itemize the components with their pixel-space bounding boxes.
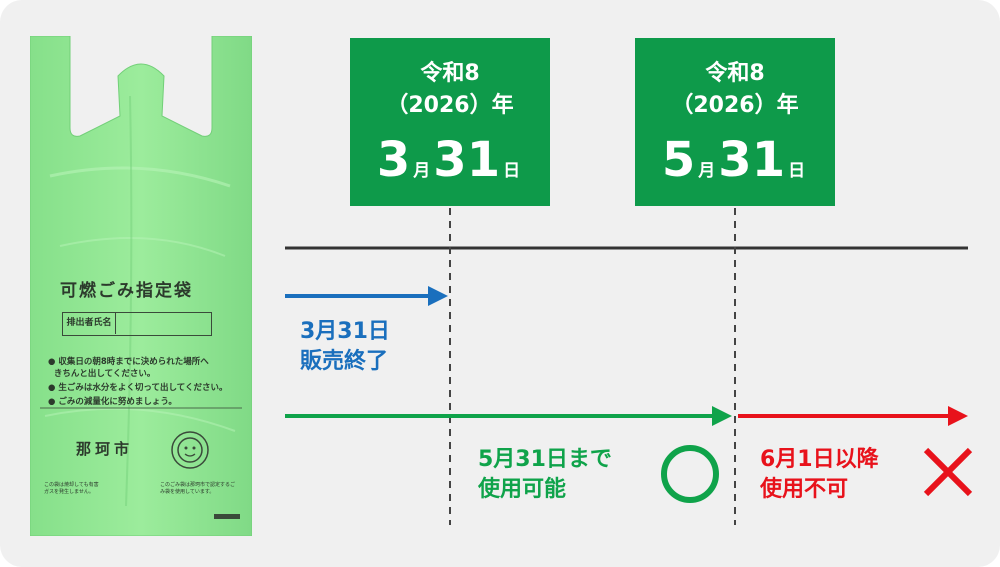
date-box-sales-end: 令和8 （2026）年 3 月 31 日 (350, 38, 550, 206)
bag-title: 可燃ごみ指定袋 (60, 281, 193, 301)
date-year: （2026）年 (671, 93, 799, 118)
bag-city: 那珂市 (76, 440, 134, 458)
label-sales-end: 販売終了 (300, 349, 389, 374)
date-month-unit: 月 (698, 161, 716, 181)
date-month-day: 3 月 31 日 (350, 130, 550, 194)
label-usable-until: 5月31日まで (478, 447, 612, 472)
date-month: 3 (376, 132, 411, 188)
date-day-unit: 日 (788, 161, 806, 181)
label-not-usable: 使用不可 (760, 477, 849, 502)
arrow-sales-period (285, 286, 448, 306)
date-month-unit: 月 (413, 161, 431, 181)
bag-note-1: ● 収集日の朝8時までに決められた場所へ (48, 357, 209, 367)
bag-small-left-1: この袋は焼却しても有害 (44, 482, 99, 488)
bag-small-right-2: み袋を使用しています。 (160, 489, 215, 495)
date-day: 31 (433, 132, 501, 188)
label-usable: 使用可能 (478, 477, 567, 502)
bag-note-3: ● 生ごみは水分をよく切って出してください。 (48, 383, 228, 393)
date-era: 令和8 (705, 61, 765, 86)
date-month: 5 (661, 132, 696, 188)
bag-note-4: ● ごみの減量化に努めましょう。 (48, 397, 177, 407)
garbage-bag-illustration (30, 36, 252, 536)
arrow-usable-period (285, 406, 732, 426)
bag-name-field: 排出者氏名 (62, 312, 212, 336)
date-era: 令和8 (420, 61, 480, 86)
arrow-unusable-period (738, 406, 968, 426)
date-box-usage-end: 令和8 （2026）年 5 月 31 日 (635, 38, 835, 206)
label-after-date: 6月1日以降 (760, 447, 879, 472)
date-day-unit: 日 (503, 161, 521, 181)
circle-icon (661, 445, 719, 503)
label-sales-end-date: 3月31日 (300, 319, 390, 344)
date-year: （2026）年 (386, 93, 514, 118)
cross-icon (923, 447, 973, 497)
bag-name-label: 排出者氏名 (63, 313, 116, 334)
mascot-icon (171, 431, 209, 469)
date-day: 31 (718, 132, 786, 188)
bag-small-left-2: ガスを発生しません。 (44, 489, 94, 495)
bag-small-right-1: このごみ袋は那珂市で認定するご (160, 482, 236, 488)
bag-note-2: きちんと出してください。 (48, 369, 156, 379)
date-month-day: 5 月 31 日 (635, 130, 835, 194)
